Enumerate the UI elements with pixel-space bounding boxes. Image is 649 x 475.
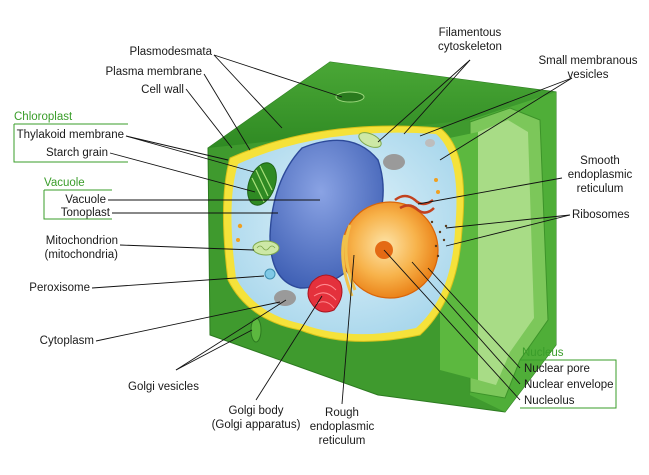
smooth-er-shape	[394, 194, 435, 214]
label-smooth-er-3: reticulum	[577, 183, 624, 195]
chloroplast-group-bracket	[13, 123, 128, 163]
label-plasmodesmata: Plasmodesmata	[130, 46, 213, 58]
label-golgi-vesicles: Golgi vesicles	[128, 381, 199, 393]
label-tonoplast: Tonoplast	[61, 207, 111, 219]
thylakoid-stacks	[251, 165, 273, 203]
nucleus-group-bracket	[520, 359, 617, 409]
ribosome-dots	[430, 220, 448, 258]
labels: Plasmodesmata Plasma membrane Cell wall …	[14, 27, 638, 447]
peroxisome-shape	[264, 268, 276, 280]
label-peroxisome: Peroxisome	[29, 282, 90, 294]
label-golgi-body-2: (Golgi apparatus)	[212, 419, 301, 431]
label-plasma-membrane: Plasma membrane	[105, 66, 202, 78]
label-nucleolus: Nucleolus	[524, 395, 575, 407]
label-small-vesicles-2: vesicles	[568, 69, 609, 81]
label-smooth-er-1: Smooth	[580, 155, 620, 167]
label-nuclear-pore: Nuclear pore	[524, 363, 590, 375]
label-vacuole: Vacuole	[65, 194, 106, 206]
golgi-body-shape	[307, 274, 343, 313]
label-cell-wall: Cell wall	[141, 84, 184, 96]
label-thylakoid-membrane: Thylakoid membrane	[17, 129, 124, 141]
label-filamentous-1: Filamentous	[439, 27, 502, 39]
mitochondrion-shape-1	[252, 240, 280, 256]
mitochondrion-shape-2	[358, 132, 382, 148]
label-smooth-er-2: endoplasmic	[568, 169, 633, 181]
vacuole-group-bracket	[43, 189, 112, 220]
vesicle-grey-3	[425, 139, 435, 147]
golgi-vesicle-shape	[250, 317, 262, 343]
label-vacuole-group: Vacuole	[44, 177, 85, 189]
label-nuclear-envelope: Nuclear envelope	[524, 379, 614, 391]
cell-wall-top-face	[208, 62, 556, 148]
leader-lines	[91, 54, 573, 405]
plasmodesma-shape	[335, 91, 365, 103]
label-nucleus-group: Nucleus	[522, 347, 564, 359]
label-filamentous-2: cytoskeleton	[438, 41, 502, 53]
label-rough-er-1: Rough	[325, 407, 359, 419]
plant-cell	[207, 61, 557, 413]
label-chloroplast-group: Chloroplast	[14, 111, 73, 123]
label-mitochondrion-1: Mitochondrion	[46, 235, 118, 247]
label-rough-er-3: reticulum	[319, 435, 366, 447]
vesicle-dots	[236, 178, 440, 242]
cell-wall-cutaway-inner	[478, 120, 534, 385]
label-ribosomes: Ribosomes	[572, 209, 630, 221]
label-rough-er-2: endoplasmic	[310, 421, 375, 433]
mitochondrion-cristae-1	[256, 245, 276, 251]
label-cytoplasm: Cytoplasm	[40, 335, 94, 347]
vesicle-grey-1	[383, 154, 405, 170]
label-mitochondrion-2: (mitochondria)	[45, 249, 119, 261]
label-golgi-body-1: Golgi body	[229, 405, 284, 417]
label-starch-grain: Starch grain	[46, 147, 108, 159]
rough-er-shape	[341, 224, 357, 297]
vesicle-grey-2	[274, 290, 296, 306]
label-small-vesicles-1: Small membranous	[538, 55, 637, 67]
